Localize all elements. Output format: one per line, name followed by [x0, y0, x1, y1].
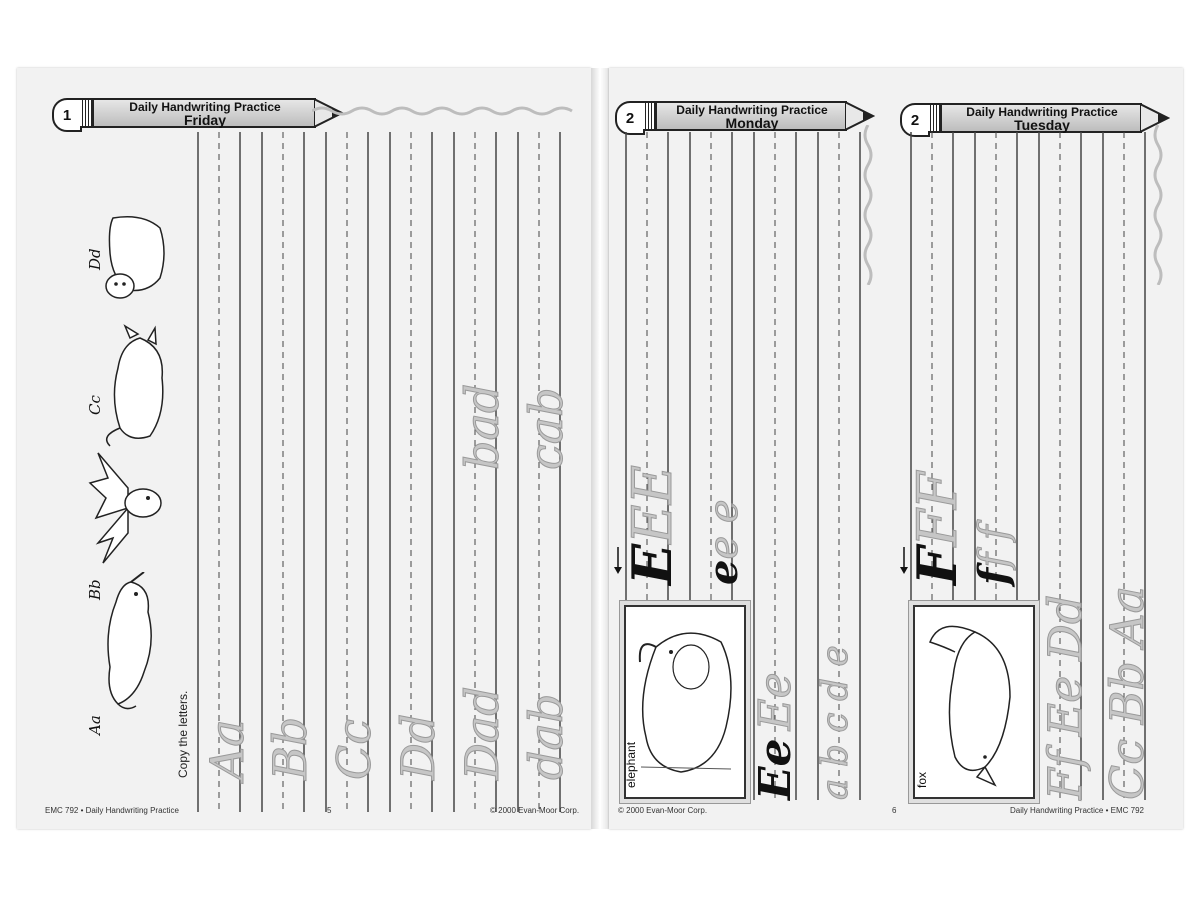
traced-word-cab: cab: [519, 387, 574, 471]
pencil-body: Daily Handwriting Practice Tuesday: [942, 103, 1142, 133]
monday-pair-ee: EeEe: [750, 672, 802, 800]
right-footer-page-number: 6: [892, 806, 897, 815]
fox-picture-card: [913, 605, 1035, 799]
cat-illustration: [105, 324, 164, 447]
traced-word-bad: bad: [455, 383, 510, 470]
right-footer-right: Daily Handwriting Practice • EMC 792: [1010, 806, 1144, 815]
header-title: Daily Handwriting Practice: [129, 100, 281, 114]
monday-pencil-header: 2 Daily Handwriting Practice Monday: [615, 100, 875, 135]
monday-sequence-abcde: a b c d e: [815, 645, 857, 801]
tuesday-row-cc-bb-aa: Cc Bb Aa: [1100, 585, 1155, 800]
bat-illustration: [88, 452, 162, 564]
pencil-ferrule-icon: [643, 101, 657, 131]
wavy-edge-decoration: [863, 125, 873, 285]
tuesday-row-ff-ee-dd: Ff Ee Dd: [1038, 594, 1093, 800]
header-day: Tuesday: [1014, 117, 1070, 133]
header-title: Daily Handwriting Practice: [966, 105, 1118, 119]
tuesday-model-upper: FFF: [905, 471, 970, 585]
pencil-tip-icon: [845, 101, 875, 131]
traced-word-dab: dab: [519, 693, 574, 780]
wavy-edge-decoration: [1153, 125, 1163, 285]
anteater-illustration: [107, 572, 152, 710]
right-footer-left: © 2000 Evan-Moor Corp.: [618, 806, 708, 815]
traced-word-dd: Dd: [391, 713, 446, 780]
elephant-picture-card: [624, 605, 746, 799]
book-spine: [591, 68, 609, 829]
friday-pencil-header: 1 Daily Handwriting Practice Friday: [52, 97, 344, 132]
pencil-ferrule-icon: [928, 103, 942, 133]
elephant-illustration: [638, 632, 732, 773]
stroke-direction-arrow-icon: [900, 547, 908, 574]
fox-illustration: [929, 625, 1011, 787]
stroke-direction-arrow-icon: [614, 547, 622, 574]
left-footer-right: © 2000 Evan-Moor Corp.: [490, 806, 580, 815]
traced-word-aa: Aa: [200, 719, 255, 781]
wavy-edge-decoration: [312, 106, 573, 116]
monday-model-lower: ee e: [700, 499, 748, 585]
left-footer-page-number: 5: [327, 806, 332, 815]
traced-word-dad: Dad: [455, 686, 510, 781]
pencil-body: Daily Handwriting Practice Monday: [657, 101, 847, 131]
pencil-body: Daily Handwriting Practice Friday: [94, 98, 316, 128]
pencil-ferrule-icon: [80, 98, 94, 128]
header-day: Friday: [183, 112, 226, 128]
left-writing-lines: [190, 132, 580, 844]
traced-word-bb: Bb: [263, 716, 318, 780]
dog-illustration: [105, 216, 165, 299]
fox-caption: fox: [915, 771, 929, 788]
left-footer-left: EMC 792 • Daily Handwriting Practice: [45, 806, 179, 815]
monday-model-upper: EEE: [620, 464, 685, 585]
instruction-text: Copy the letters.: [176, 690, 190, 778]
elephant-caption: elephant: [624, 741, 638, 788]
animal-label-aa: Aa: [86, 715, 104, 735]
tuesday-model-lower: ff f: [970, 525, 1018, 585]
lesson-number: 1: [52, 98, 82, 132]
tuesday-pencil-header: 2 Daily Handwriting Practice Tuesday: [900, 102, 1170, 137]
header-title: Daily Handwriting Practice: [676, 103, 828, 117]
lesson-number: 2: [615, 101, 645, 135]
traced-word-cc: Cc: [327, 719, 382, 781]
pencil-tip-icon: [1140, 103, 1170, 133]
header-day: Monday: [725, 115, 779, 131]
